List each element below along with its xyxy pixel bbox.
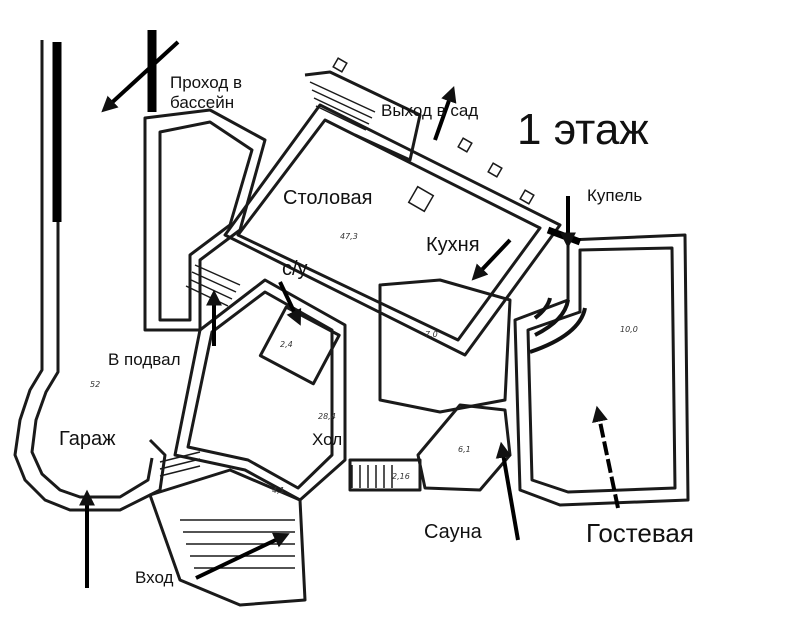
dining-block-inner [236, 118, 542, 342]
dining-area: 47,3 [340, 232, 358, 241]
garden-exit-label: Выход в сад [381, 101, 479, 120]
hall-block [173, 278, 347, 502]
garage-area: 52 [90, 380, 101, 389]
kitchen-area: 7,0 [425, 330, 438, 339]
pool-arrow [101, 40, 180, 113]
guest-block [513, 233, 690, 507]
guest-label: Гостевая [586, 518, 694, 548]
hall-block-inner [186, 290, 334, 490]
sauna-label: Сауна [424, 521, 482, 543]
guest-area: 10,0 [620, 325, 638, 334]
sauna-arrow [495, 441, 520, 541]
garage-wall [13, 40, 167, 512]
garden-arrow [433, 85, 457, 141]
kitchen-arrow [471, 238, 512, 281]
vestibule-area: 4,1 [272, 486, 285, 495]
guest-arrow [592, 405, 620, 509]
pool-passage-label: Проход в бассейн [170, 73, 243, 113]
kitchen-label: Кухня [426, 234, 480, 256]
sauna-area: 6,1 [458, 445, 471, 454]
guest-block-inner [526, 246, 677, 494]
wc-label: с/у [282, 258, 308, 280]
floor-title: 1 этаж [517, 105, 649, 154]
garage-wall-inner [30, 45, 154, 499]
marker-lines [52, 30, 157, 222]
hall-label: Хол [312, 430, 343, 449]
garden-stair [304, 70, 422, 162]
arrows [79, 40, 620, 588]
dining-block [223, 103, 562, 357]
kupel-arcs [529, 297, 587, 354]
hall-area: 28,4 [318, 412, 336, 421]
entrance-block [148, 468, 307, 607]
entrance-arrow [195, 532, 290, 580]
entrance-label: Вход [135, 568, 174, 587]
wc-room [258, 305, 341, 386]
dining-label: Столовая [283, 187, 373, 209]
west-block [143, 108, 267, 332]
corridor-area: 2,16 [392, 472, 410, 481]
kitchen-block [378, 278, 512, 414]
west-block-inner [158, 120, 254, 322]
wc-arrow [278, 281, 302, 326]
kupel-label: Купель [587, 186, 643, 205]
wc-area: 2,4 [280, 340, 293, 349]
corridor [348, 458, 422, 492]
garage-label: Гараж [59, 428, 116, 450]
walls [13, 40, 690, 607]
basement-label: В подвал [108, 350, 181, 369]
garden-pavers [332, 57, 535, 213]
